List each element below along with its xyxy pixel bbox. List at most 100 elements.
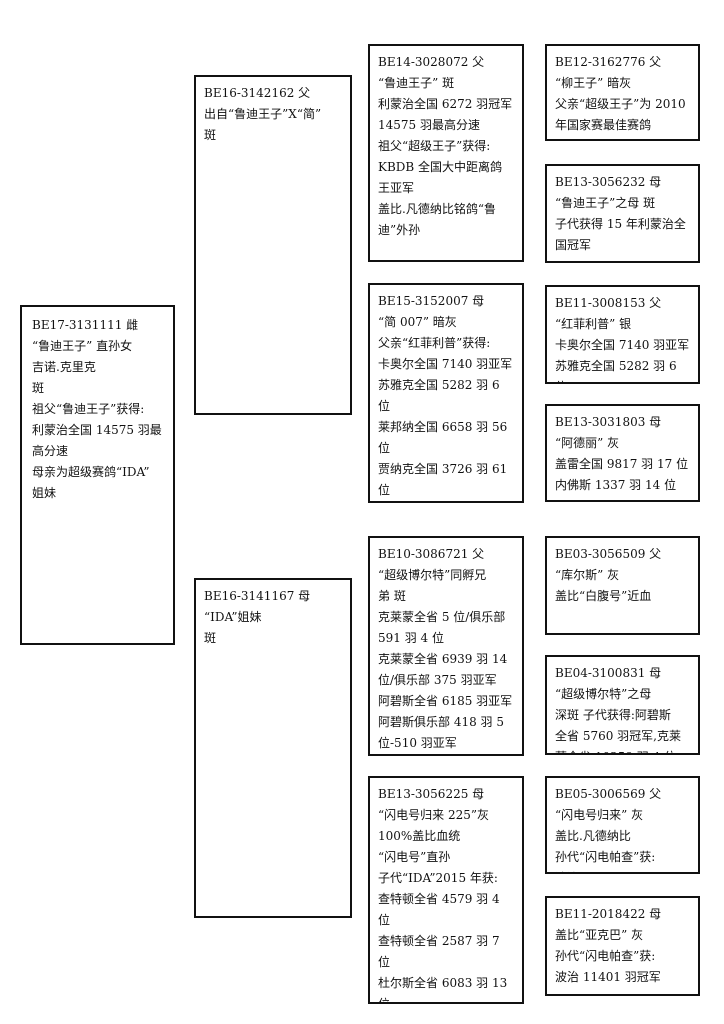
- pedigree-text-line: 孙代“闪电帕查”获:: [555, 949, 656, 963]
- ring-number: BE11-3008153 父: [555, 296, 662, 310]
- pedigree-text-line: “鲁迪王子” 斑: [378, 76, 455, 90]
- pedigree-text-line: 卡奥尔全国 7140 羽亚军: [378, 357, 513, 371]
- father-card: BE16-3142162 父出自“鲁迪王子”X“简” 斑: [194, 75, 352, 415]
- pedigree-text-line: “库尔斯” 灰: [555, 568, 620, 582]
- pedigree-text-line: “简 007” 暗灰: [378, 315, 457, 329]
- pedigree-text-line: 波治 11401 羽冠军: [555, 970, 661, 984]
- pedigree-text-line: “阿德丽” 灰: [555, 436, 620, 450]
- pedigree-text-line: 591 羽 4 位: [378, 631, 444, 645]
- pedigree-text-line: “柳王子” 暗灰: [555, 76, 632, 90]
- pedigree-text-line: 盖比“白腹号”近血: [555, 589, 652, 603]
- ring-number: BE16-3141167 母: [204, 589, 311, 603]
- paternal-grandmother-card: BE15-3152007 母 “简 007” 暗灰父亲“红菲利普”获得: 卡奥尔全国…: [368, 283, 524, 503]
- pedigree-text-line: 阿碧斯俱乐部 418 羽 5: [378, 715, 504, 729]
- pedigree-text-line: 利蒙治全国 14575 羽最: [32, 423, 162, 437]
- pedigree-text-line: 盖比.凡德纳比: [555, 829, 631, 843]
- pedigree-text-line: 杜尔斯全省 6083 羽 13: [378, 976, 508, 990]
- pedigree-text-line: “超级博尔特”之母: [555, 687, 652, 701]
- pedigree-text-line: 盖比.凡德纳比铭鸽“鲁: [378, 202, 496, 216]
- pedigree-text-line: 卡奥尔全国 7140 羽亚军: [555, 338, 690, 352]
- fm-mother-card: BE13-3031803 母 “阿德丽” 灰盖雷全国 9817 羽 17 位内佛斯…: [545, 404, 700, 502]
- pedigree-text-line: “闪电号归来 225”灰: [378, 808, 489, 822]
- pedigree-text-line: 盖比“亚克巴” 灰: [555, 928, 644, 942]
- pedigree-text-line: 贾纳克全国 3726 羽 61: [378, 462, 508, 476]
- pedigree-text-line: 国冠军: [555, 238, 592, 252]
- pedigree-text-line: 母亲是 KBDB 全国大中: [378, 501, 514, 503]
- pedigree-text-line: 查特顿全省 2587 羽 7 位: [378, 934, 504, 969]
- fm-father-card: BE11-3008153 父 “红菲利普” 银卡奥尔全国 7140 羽亚军苏雅克全…: [545, 285, 700, 384]
- pedigree-text-line: 内佛斯 1337 羽 14 位: [555, 478, 677, 492]
- pedigree-text-line: 祖父“鲁迪王子”获得:: [32, 402, 145, 416]
- ring-number: BE13-3031803 母: [555, 415, 662, 429]
- pedigree-text-line: “闪电号”直孙: [378, 850, 451, 864]
- ring-number: BE03-3056509 父: [555, 547, 662, 561]
- ff-father-card: BE12-3162776 父 “柳王子” 暗灰父亲“超级王子”为 2010 年国家赛…: [545, 44, 700, 141]
- ring-number: BE15-3152007 母: [378, 294, 485, 308]
- pedigree-text-line: 斑: [204, 631, 217, 645]
- pedigree-text-line: 14575 羽最高分速: [378, 118, 480, 132]
- pedigree-text-line: 孙代“闪电帕查”获:: [555, 850, 656, 864]
- pedigree-text-line: 王亚军: [378, 181, 415, 195]
- pedigree-text-line: 子代获得 15 年利蒙治全: [555, 217, 686, 231]
- pedigree-text-line: 全省 5760 羽冠军,克莱: [555, 729, 681, 743]
- pedigree-text-line: 母亲为超级赛鸽“IDA”: [32, 465, 150, 479]
- pedigree-text-line: 位: [378, 441, 391, 455]
- pedigree-text-line: 查特顿全省 4579 羽 4 位: [378, 892, 504, 927]
- ring-number: BE13-3056225 母: [378, 787, 485, 801]
- pedigree-text-line: “鲁迪王子” 直孙女: [32, 339, 133, 353]
- pedigree-text-line: 高分速: [32, 444, 69, 458]
- ring-number: BE11-2018422 母: [555, 907, 662, 921]
- ring-number: BE17-3131111 雌: [32, 318, 139, 332]
- mother-card: BE16-3141167 母 “IDA”姐妹斑: [194, 578, 352, 918]
- pedigree-text-line: 迪”外孙: [378, 223, 421, 237]
- maternal-grandmother-card: BE13-3056225 母 “闪电号归来 225”灰 100%盖比血统 “闪电号”直…: [368, 776, 524, 1004]
- ring-number: BE14-3028072 父: [378, 55, 485, 69]
- pedigree-text-line: 克莱蒙全省 6939 羽 14: [378, 652, 508, 666]
- pedigree-text-line: 吉诺.克里克: [32, 360, 96, 374]
- pedigree-text-line: “红菲利普” 银: [555, 317, 632, 331]
- pedigree-text-line: 斑: [204, 128, 217, 142]
- mm-mother-card: BE11-2018422 母盖比“亚克巴” 灰孙代“闪电帕查”获: 波治 1140…: [545, 896, 700, 996]
- ff-mother-card: BE13-3056232 母 “鲁迪王子”之母 斑子代获得 15 年利蒙治全国冠军: [545, 164, 700, 263]
- mf-father-card: BE03-3056509 父 “库尔斯” 灰盖比“白腹号”近血: [545, 536, 700, 635]
- ring-number: BE13-3056232 母: [555, 175, 662, 189]
- ring-number: BE12-3162776 父: [555, 55, 662, 69]
- pedigree-text-line: 利蒙治全国 6272 羽冠军: [378, 97, 513, 111]
- ring-number: BE16-3142162 父: [204, 86, 311, 100]
- ring-number: BE10-3086721 父: [378, 547, 485, 561]
- pedigree-text-line: 位: [378, 997, 391, 1004]
- pedigree-text-line: 年国家赛最佳赛鸽: [555, 118, 652, 132]
- pedigree-text-line: 苏雅克全国 5282 羽 6 位: [555, 359, 677, 382]
- subject-pigeon-card: BE17-3131111 雌 “鲁迪王子” 直孙女吉诺.克里克斑祖父“鲁迪王子”获…: [20, 305, 175, 645]
- pedigree-text-line: 位: [378, 483, 391, 497]
- pedigree-text-line: 父亲“超级王子”为 2010: [555, 97, 686, 111]
- pedigree-text-line: 深斑 子代获得:阿碧斯: [555, 708, 671, 722]
- pedigree-text-line: 祖父“超级王子”获得:: [378, 139, 491, 153]
- pedigree-text-line: 波治 11401 羽冠军: [555, 868, 690, 872]
- ring-number: BE04-3100831 母: [555, 666, 662, 680]
- pedigree-text-line: 父亲“红菲利普”获得:: [378, 336, 491, 350]
- pedigree-text-line: KBDB 全国大中距离鸽: [378, 160, 503, 174]
- pedigree-text-line: 弟 斑: [378, 589, 406, 603]
- pedigree-text-line: 100%盖比血统: [378, 829, 461, 843]
- pedigree-text-line: 克莱蒙全省 5 位/俱乐部: [378, 610, 506, 624]
- paternal-grandfather-card: BE14-3028072 父 “鲁迪王子” 斑利蒙治全国 6272 羽冠军 1457…: [368, 44, 524, 262]
- pedigree-text-line: 苏雅克全国 5282 羽 6 位: [378, 378, 504, 413]
- pedigree-text-line: 位-510 羽亚军: [378, 736, 457, 750]
- maternal-grandfather-card: BE10-3086721 父 “超级博尔特”同孵兄弟 斑克莱蒙全省 5 位/俱乐部…: [368, 536, 524, 756]
- mf-mother-card: BE04-3100831 母 “超级博尔特”之母深斑 子代获得:阿碧斯全省 576…: [545, 655, 700, 755]
- pedigree-text-line: 蒙全省 10259 羽 4 位: [555, 747, 690, 753]
- mm-father-card: BE05-3006569 父“闪电号归来” 灰盖比.凡德纳比孙代“闪电帕查”获:…: [545, 776, 700, 874]
- pedigree-text-line: 盖雷全国 9817 羽 17 位: [555, 457, 689, 471]
- pedigree-text-line: 位/俱乐部 375 羽亚军: [378, 673, 497, 687]
- pedigree-text-line: 出自“鲁迪王子”X“简”: [204, 107, 322, 121]
- pedigree-text-line: “超级博尔特”同孵兄: [378, 568, 487, 582]
- ring-number: BE05-3006569 父: [555, 787, 662, 801]
- pedigree-text-line: 阿碧斯全省 6185 羽亚军: [378, 694, 513, 708]
- pedigree-text-line: 斑: [32, 381, 45, 395]
- pedigree-text-line: “IDA”姐妹: [204, 610, 262, 624]
- pedigree-text-line: 阿碧斯俱乐部 473 羽 5: [378, 754, 514, 756]
- pedigree-text-line: “鲁迪王子”之母 斑: [555, 196, 656, 210]
- pedigree-text-line: 子代“IDA”2015 年获:: [378, 871, 498, 885]
- pedigree-text-line: 姐妹: [32, 486, 57, 500]
